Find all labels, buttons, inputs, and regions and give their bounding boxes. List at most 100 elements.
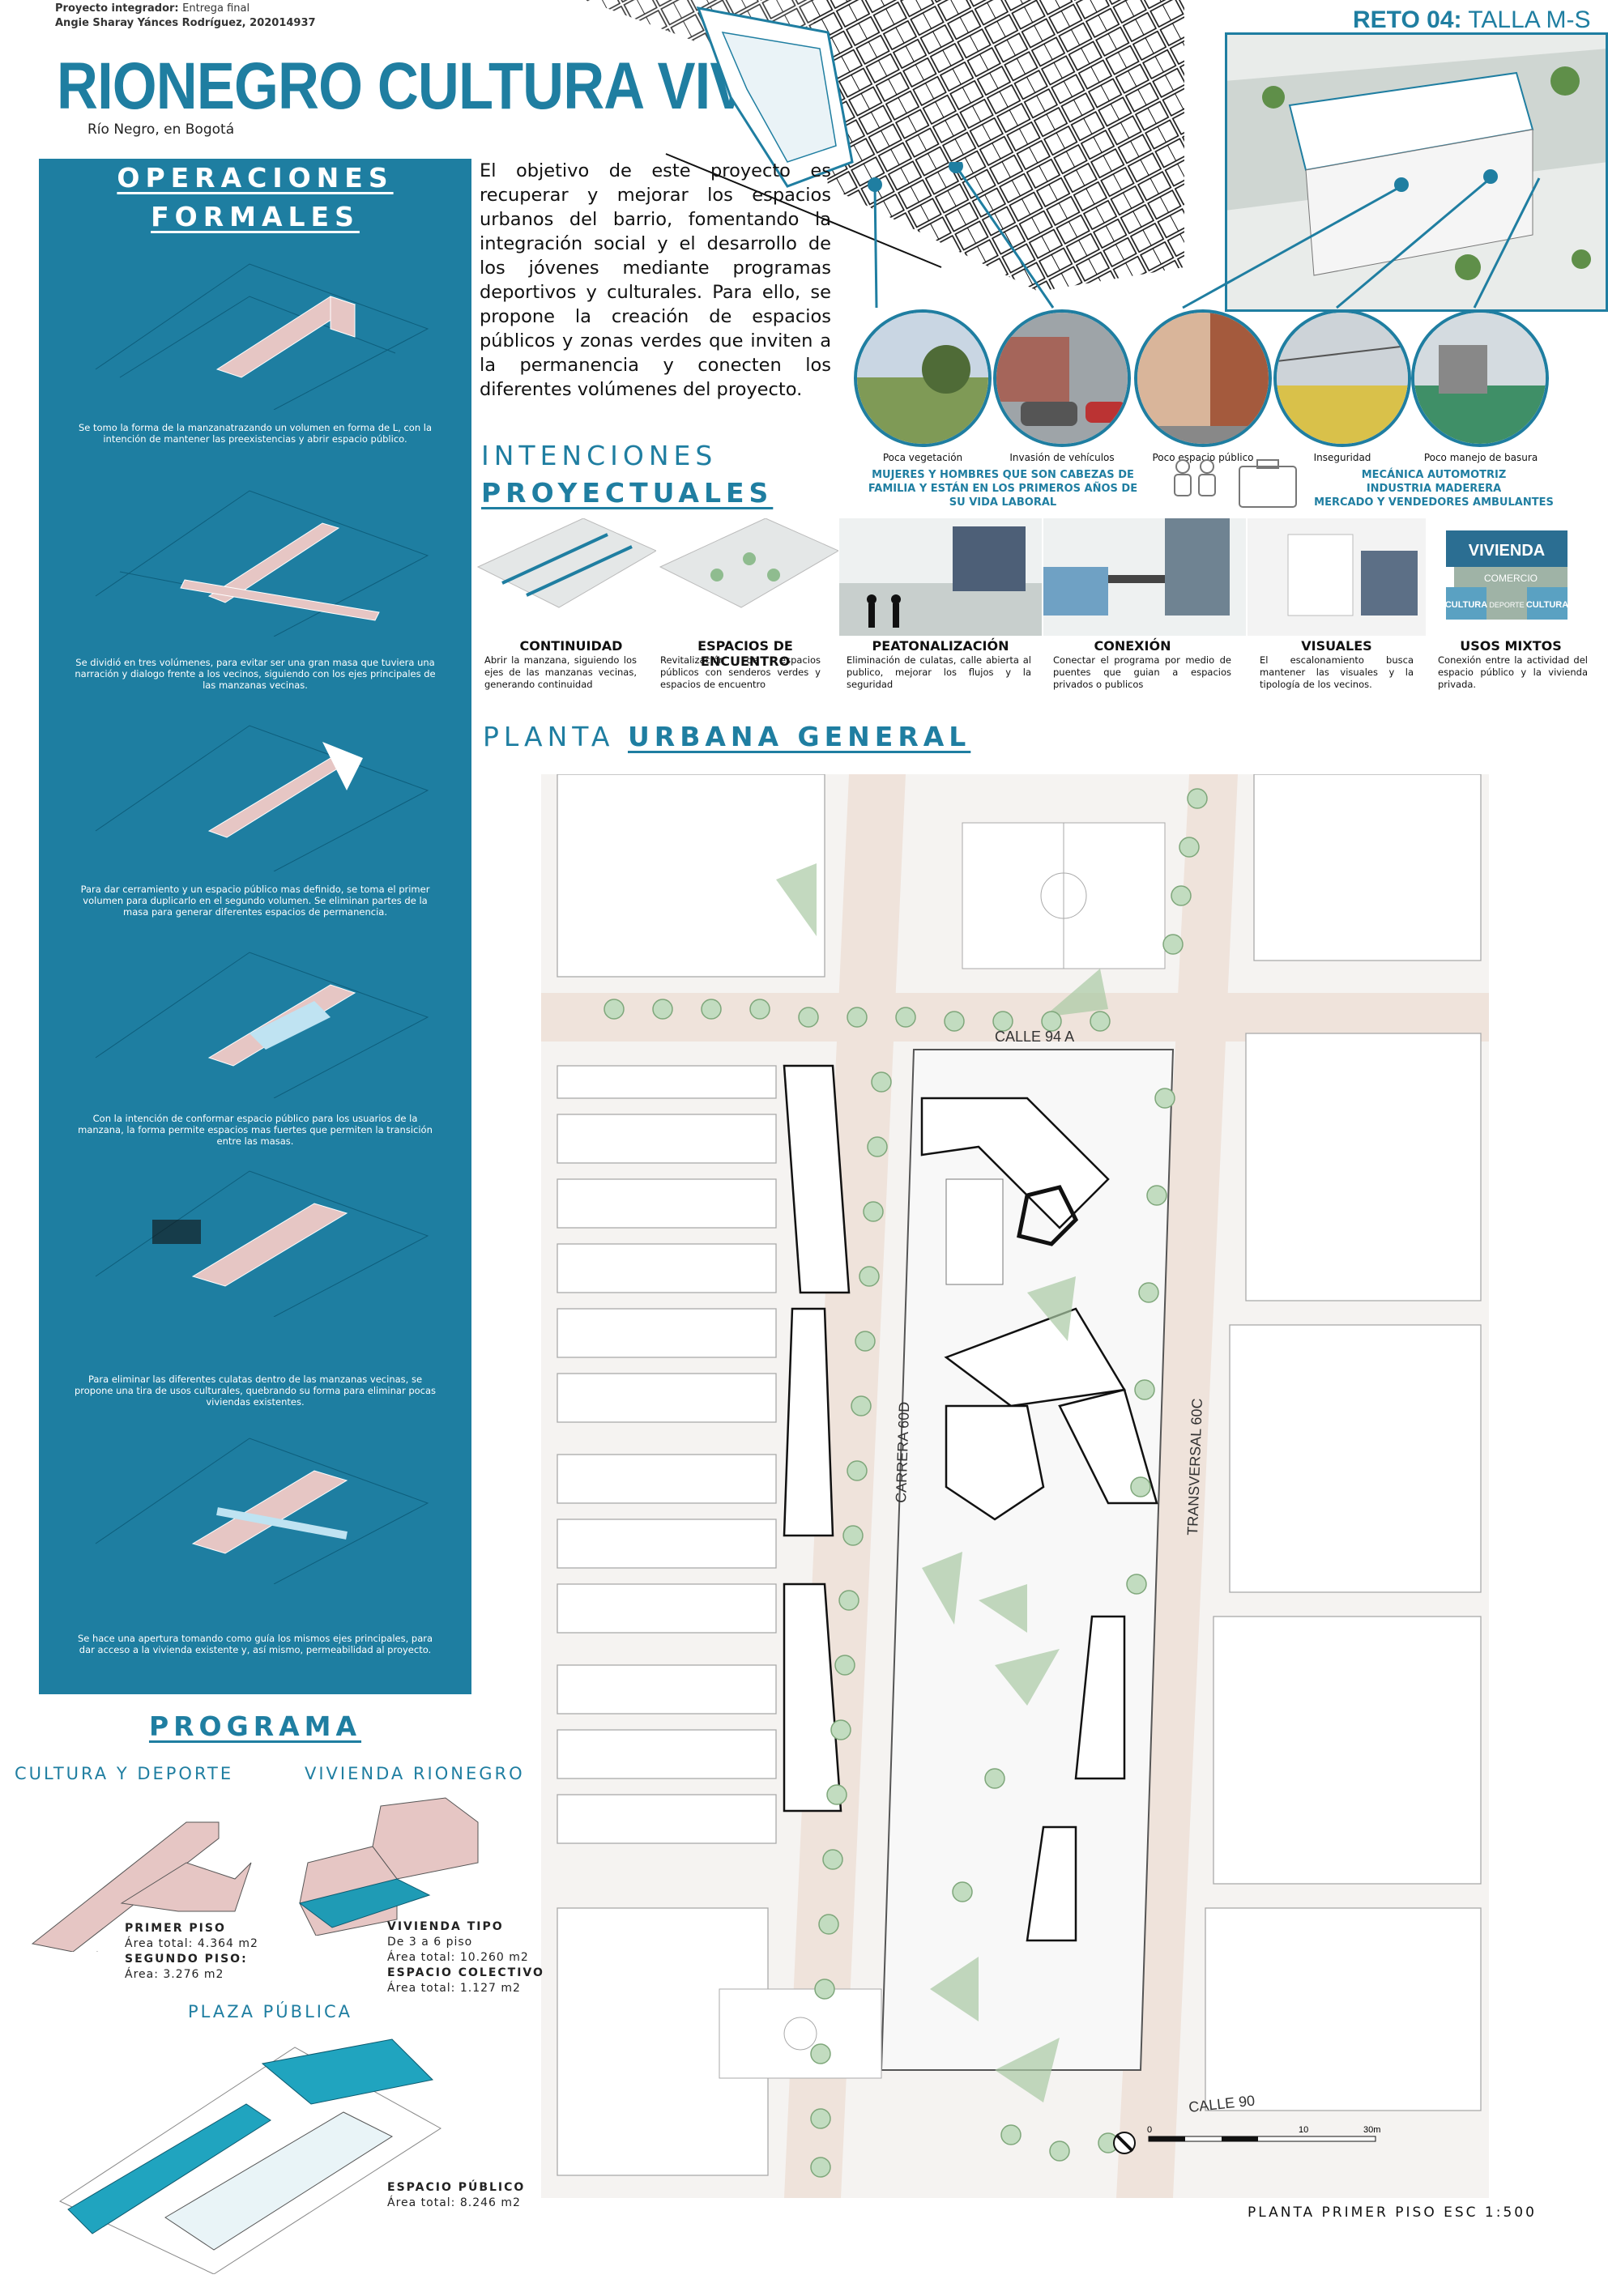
primer-piso-area: Área total: 4.364 m2 xyxy=(125,1937,258,1950)
operaciones-panel: OPERACIONES FORMALES Se tomo la forma de… xyxy=(39,159,471,1694)
operaciones-title-line1: OPERACIONES xyxy=(117,162,394,194)
operation-text-5: Para eliminar las diferentes culatas den… xyxy=(74,1374,437,1408)
intencion-desc: Conectar el programa por medio de puente… xyxy=(1053,654,1231,690)
operaciones-title: OPERACIONES FORMALES xyxy=(39,159,471,236)
context-3d-view xyxy=(1225,32,1608,312)
wall-photo-icon xyxy=(1411,309,1549,447)
planta-title: PLANTA URBANA GENERAL xyxy=(483,721,970,752)
plaza-stats: ESPACIO PÚBLICO Área total: 8.246 m2 xyxy=(387,2180,525,2211)
espacio-publico-area: Área total: 8.246 m2 xyxy=(387,2196,521,2209)
intencion-desc: Eliminación de culatas, calle abierta al… xyxy=(847,654,1031,690)
vivienda-tipo-pisos: De 3 a 6 piso xyxy=(387,1936,473,1949)
vivienda-stats: VIVIENDA TIPO De 3 a 6 piso Área total: … xyxy=(387,1919,544,1996)
reto-bold: RETO 04: xyxy=(1353,6,1462,33)
project-meta: Proyecto integrador: Entrega final Angie… xyxy=(55,2,316,31)
cultura-deporte-diagram xyxy=(31,1821,252,1952)
operation-diagram-3 xyxy=(95,725,429,871)
problem-photo-espacio: Poco espacio público xyxy=(1134,309,1272,463)
operation-diagram-2 xyxy=(95,490,429,637)
meta-label: Proyecto integrador: xyxy=(55,2,179,15)
page-subtitle: Río Negro, en Bogotá xyxy=(87,121,235,138)
population-left: MUJERES Y HOMBRES QUE SON CABEZAS DE FAM… xyxy=(868,469,1138,509)
reto-label: RETO 04: TALLA M-S xyxy=(1353,6,1590,34)
population-right-line: MECÁNICA AUTOMOTRIZ xyxy=(1361,469,1507,481)
buildings-photo-icon xyxy=(1134,309,1272,447)
street-cars-photo-icon xyxy=(993,309,1131,447)
mixed-label-vivienda: VIVIENDA xyxy=(1469,542,1545,560)
segundo-piso-area: Área: 3.276 m2 xyxy=(125,1968,224,1981)
problem-photo-inseguridad: Inseguridad xyxy=(1273,309,1411,463)
street-carrera-60d: CARRERA 60D xyxy=(893,1401,912,1503)
problem-label: Inseguridad xyxy=(1313,452,1371,463)
park-photo-icon xyxy=(854,309,992,447)
plaza-publica-title: PLAZA PÚBLICA xyxy=(188,2002,353,2021)
intencion-name: VISUALES xyxy=(1301,638,1372,654)
urban-plan: CALLE 94 A CARRERA 60D TRANSVERSAL 60C C… xyxy=(541,773,1489,2198)
mixed-label-deporte: DEPORTE xyxy=(1489,601,1524,609)
planta-title-light: PLANTA xyxy=(483,721,615,752)
operation-text-3: Para dar cerramiento y un espacio públic… xyxy=(80,884,430,918)
vivienda-tipo-area: Área total: 10.260 m2 xyxy=(387,1951,529,1964)
operation-text-2: Se dividió en tres volúmenes, para evita… xyxy=(75,657,436,691)
peatonalizacion-diagram xyxy=(839,518,1042,636)
meta-value: Entrega final xyxy=(182,2,250,15)
intencion-desc: Revitalización de espacios públicos con … xyxy=(660,654,821,690)
vivienda-diagram xyxy=(298,1797,479,1936)
street-calle-94a: CALLE 94 A xyxy=(995,1029,1074,1045)
mixed-label-comercio: COMERCIO xyxy=(1484,573,1538,584)
operaciones-title-line2: FORMALES xyxy=(151,201,360,232)
operation-diagram-6 xyxy=(95,1438,429,1584)
reto-rest: TALLA M-S xyxy=(1468,6,1591,33)
fence-photo-icon xyxy=(1273,309,1411,447)
mixed-label-cultura-a: CULTURA xyxy=(1445,600,1487,610)
intencion-desc: Abrir la manzana, siguiendo los ejes de … xyxy=(484,654,637,690)
problem-photo-basura: Poco manejo de basura xyxy=(1411,309,1550,463)
planta-footer: PLANTA PRIMER PISO ESC 1:500 xyxy=(1248,2204,1537,2221)
vivienda-tipo-label: VIVIENDA TIPO xyxy=(387,1920,504,1933)
problem-photo-vegetacion: Poca vegetación xyxy=(854,309,992,463)
objective-text: El objetivo de este proyecto es recupera… xyxy=(480,160,831,400)
mixed-label-cultura-c: CULTURA xyxy=(1526,600,1568,610)
intenciones-title-line2: PROYECTUALES xyxy=(481,477,774,509)
plaza-publica-diagram xyxy=(58,2038,441,2274)
espacio-publico-label: ESPACIO PÚBLICO xyxy=(387,2181,526,2194)
visuales-diagram xyxy=(1248,518,1426,636)
problem-label: Poca vegetación xyxy=(882,452,963,463)
scale-label: 0 xyxy=(1147,2125,1152,2135)
urban-plan-drawing: CALLE 94 A CARRERA 60D TRANSVERSAL 60C C… xyxy=(541,773,1489,2198)
continuidad-diagram xyxy=(476,518,656,608)
problem-label: Poco espacio público xyxy=(1152,452,1254,463)
intencion-desc: El escalonamiento busca mantener las vis… xyxy=(1260,654,1414,690)
problem-label: Invasión de vehículos xyxy=(1009,452,1115,463)
scale-label: 30m xyxy=(1363,2125,1380,2135)
operation-text-4: Con la intención de conformar espacio pú… xyxy=(78,1113,433,1147)
intencion-name: USOS MIXTOS xyxy=(1460,638,1562,654)
intencion-name: CONTINUIDAD xyxy=(519,638,623,654)
problem-label: Poco manejo de basura xyxy=(1423,452,1538,463)
intencion-name: ESPACIOS DE ENCUENTRO xyxy=(697,638,793,669)
intencion-desc: Conexión entre la actividad del espacio … xyxy=(1438,654,1588,690)
callout-lines xyxy=(868,162,1541,309)
scale-bar: 0 10 30m xyxy=(1147,2125,1380,2142)
operation-text-1: Se tomo la forma de la manzanatrazando u… xyxy=(78,422,433,445)
population-right-line: INDUSTRIA MADERERA xyxy=(1366,483,1502,495)
population-right: MECÁNICA AUTOMOTRIZ INDUSTRIA MADERERA M… xyxy=(1312,468,1555,509)
primer-piso-label: PRIMER PISO xyxy=(125,1922,226,1935)
segundo-piso-label: SEGUNDO PISO: xyxy=(125,1953,248,1966)
vivienda-rionegro-title: VIVIENDA RIONEGRO xyxy=(305,1764,525,1783)
intenciones-title: INTENCIONES PROYECTUALES xyxy=(481,437,773,512)
operation-diagram-4 xyxy=(95,952,429,1098)
problem-photo-vehiculos: Invasión de vehículos xyxy=(993,309,1131,463)
conexion-diagram xyxy=(1043,518,1246,636)
scale-label: 10 xyxy=(1299,2125,1308,2135)
context-map-axonometric xyxy=(585,0,1184,292)
programa-title: PROGRAMA xyxy=(148,1710,362,1742)
espacio-colectivo-area: Área total: 1.127 m2 xyxy=(387,1982,521,1995)
usos-mixtos-diagram: VIVIENDA COMERCIO CULTURA DEPORTE CULTUR… xyxy=(1445,530,1568,620)
encuentro-diagram xyxy=(659,518,838,608)
intenciones-title-line1: INTENCIONES xyxy=(481,440,718,471)
operation-diagram-1 xyxy=(95,263,429,410)
planta-title-bold: URBANA GENERAL xyxy=(627,721,971,752)
intencion-name: CONEXIÓN xyxy=(1094,638,1171,654)
intencion-name: PEATONALIZACIÓN xyxy=(872,638,1009,654)
